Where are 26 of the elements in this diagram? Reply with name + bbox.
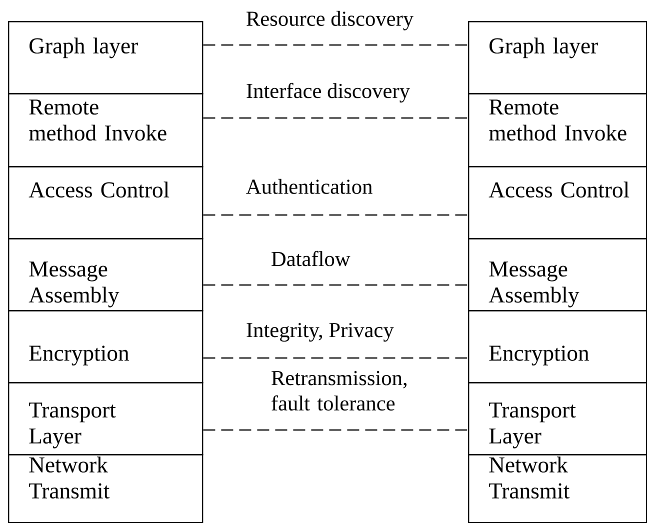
layer-box: Graph layer [468, 21, 647, 94]
layer-box: Message Assembly [468, 238, 647, 312]
dashed-line [203, 357, 468, 359]
layer-box: Access Control [468, 166, 647, 240]
edge-label: Interface discovery [244, 82, 412, 104]
layer-box: Encryption [8, 310, 204, 384]
layer-box: Transport Layer [8, 382, 204, 456]
dashed-line [203, 117, 468, 119]
layer-box: Encryption [468, 310, 647, 384]
edge-label: Resource discovery [244, 10, 415, 32]
layer-box: Remote method Invoke [8, 93, 204, 168]
edge-label: Dataflow [270, 250, 352, 268]
layer-box: Network Transmit [8, 454, 204, 523]
dashed-line [203, 44, 468, 46]
layer-box: Transport Layer [468, 382, 647, 456]
edge-label: Retransmission, fault tolerance [270, 370, 422, 412]
layer-box: Network Transmit [468, 454, 647, 523]
layer-box: Message Assembly [8, 238, 204, 312]
dashed-line [203, 284, 468, 286]
edge-label: Authentication [244, 178, 374, 196]
dashed-line [203, 429, 468, 431]
layer-box: Graph layer [8, 21, 204, 94]
dashed-line [203, 214, 468, 216]
layer-box: Access Control [8, 166, 204, 240]
layer-box: Remote method Invoke [468, 93, 647, 168]
edge-label: Integrity, Privacy [244, 322, 396, 343]
